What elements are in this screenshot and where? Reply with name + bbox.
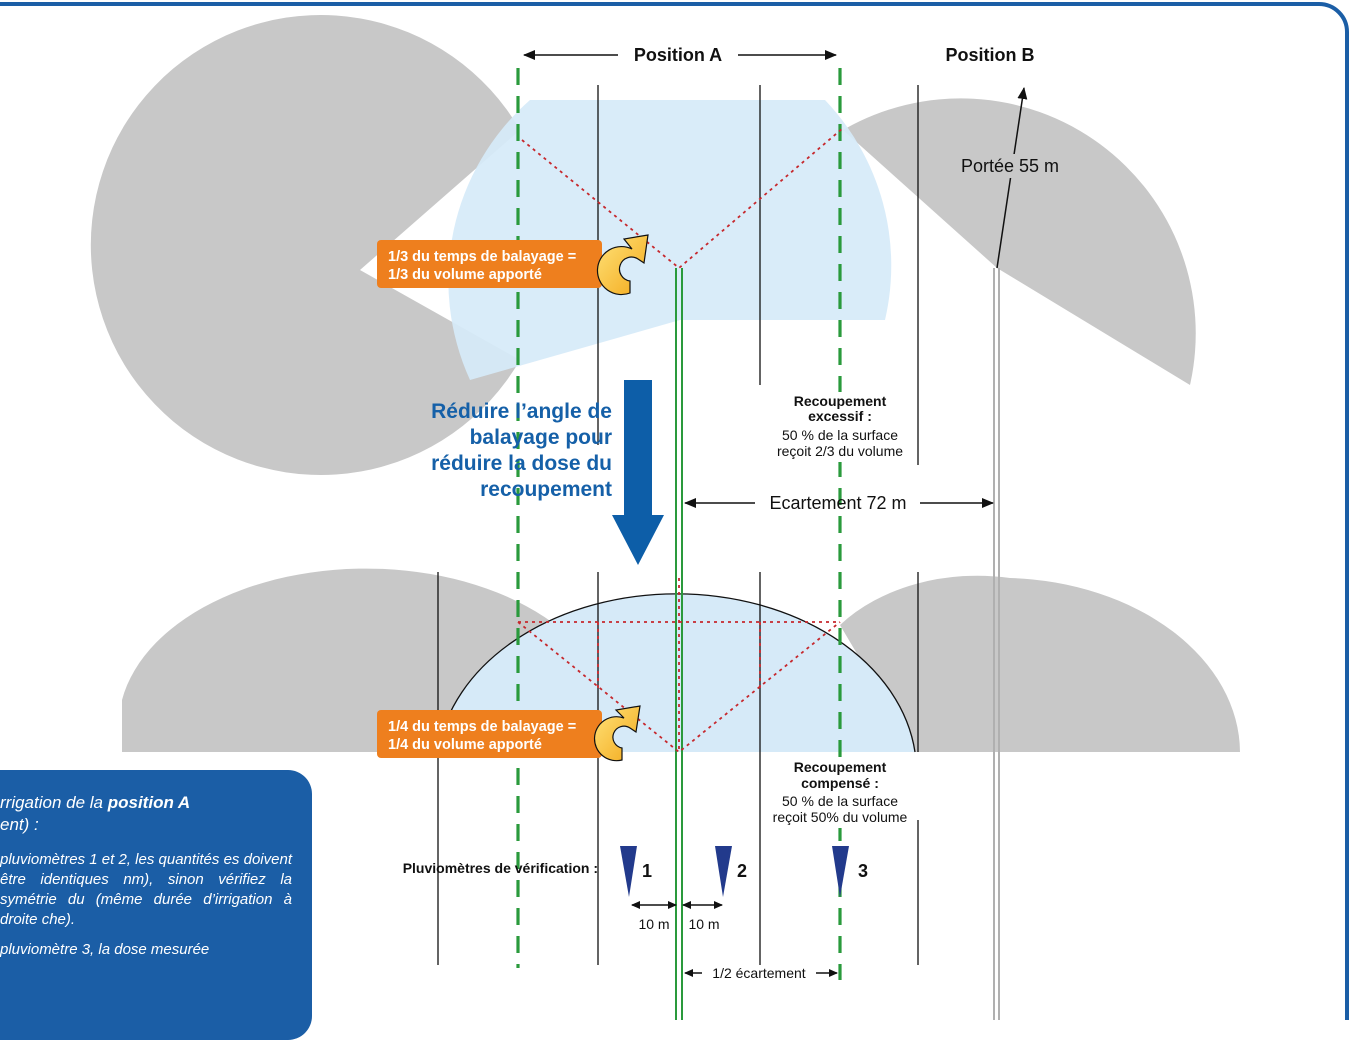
dist-label-1: 10 m bbox=[638, 916, 669, 932]
excessif-bg bbox=[770, 392, 910, 462]
info-paragraph-1: pluviomètres 1 et 2, les quantités es do… bbox=[0, 851, 292, 928]
advice-line4: recoupement bbox=[480, 478, 612, 501]
dist-label-2: 10 m bbox=[688, 916, 719, 932]
rotation-arrow-icon bbox=[593, 705, 641, 762]
position-b-label: Position B bbox=[946, 45, 1035, 65]
advice-line3: réduire la dose du bbox=[431, 452, 612, 475]
info-title-part: ent) : bbox=[0, 815, 39, 834]
info-title-bold: position A bbox=[107, 793, 191, 812]
rain-gauge-1-number: 1 bbox=[642, 861, 652, 881]
sector-right-bottom bbox=[840, 575, 1240, 752]
callout-top-line1: 1/3 du temps de balayage = bbox=[388, 249, 576, 265]
excessif-line2: reçoit 2/3 du volume bbox=[777, 443, 903, 459]
spacing-label: Ecartement 72 m bbox=[769, 493, 906, 513]
coverage-disc-top bbox=[448, 100, 892, 380]
callout-bottom bbox=[377, 710, 602, 758]
angle-lines-bottom bbox=[517, 621, 841, 754]
reduce-angle-arrow-icon bbox=[612, 380, 664, 565]
compense-line1: 50 % de la surface bbox=[782, 793, 898, 809]
rain-gauge-2-icon bbox=[715, 846, 732, 897]
info-box-title: rrigation de la position A ent) : bbox=[0, 792, 292, 836]
callout-top-line2: 1/3 du volume apporté bbox=[388, 267, 542, 283]
rotation-arrow-icon bbox=[596, 234, 649, 296]
position-a-label: Position A bbox=[634, 45, 722, 65]
rain-gauges-label: Pluviomètres de vérification : bbox=[403, 860, 598, 876]
excessif-title1: Recoupement bbox=[794, 393, 887, 409]
callout-bottom-line1: 1/4 du temps de balayage = bbox=[388, 719, 576, 735]
half-spacing-label: 1/2 écartement bbox=[712, 965, 805, 981]
compense-title2: compensé : bbox=[801, 775, 879, 791]
compense-line2: reçoit 50% du volume bbox=[773, 809, 908, 825]
rain-gauge-3-number: 3 bbox=[858, 861, 868, 881]
advice-line1: Réduire l’angle de bbox=[431, 400, 612, 423]
callout-top bbox=[377, 240, 602, 288]
callout-bottom-line2: 1/4 du volume apporté bbox=[388, 737, 542, 753]
rain-gauge-3-icon bbox=[832, 846, 849, 897]
info-title-part: rrigation de la bbox=[0, 793, 108, 812]
rain-gauge-1-icon bbox=[620, 846, 637, 897]
info-paragraph-2: pluviomètre 3, la dose mesurée bbox=[0, 941, 210, 958]
excessif-title2: excessif : bbox=[808, 408, 872, 424]
sector-left-top bbox=[90, 14, 521, 476]
range-label: Portée 55 m bbox=[961, 156, 1059, 176]
sector-right-top bbox=[843, 98, 1196, 385]
advice-line2: balayage pour bbox=[470, 426, 612, 449]
info-box: rrigation de la position A ent) : pluviom… bbox=[0, 770, 312, 1040]
compense-title1: Recoupement bbox=[794, 759, 887, 775]
excessif-line1: 50 % de la surface bbox=[782, 427, 898, 443]
rain-gauge-2-number: 2 bbox=[737, 861, 747, 881]
compense-bg bbox=[770, 758, 910, 828]
range-label-bg bbox=[958, 154, 1064, 178]
